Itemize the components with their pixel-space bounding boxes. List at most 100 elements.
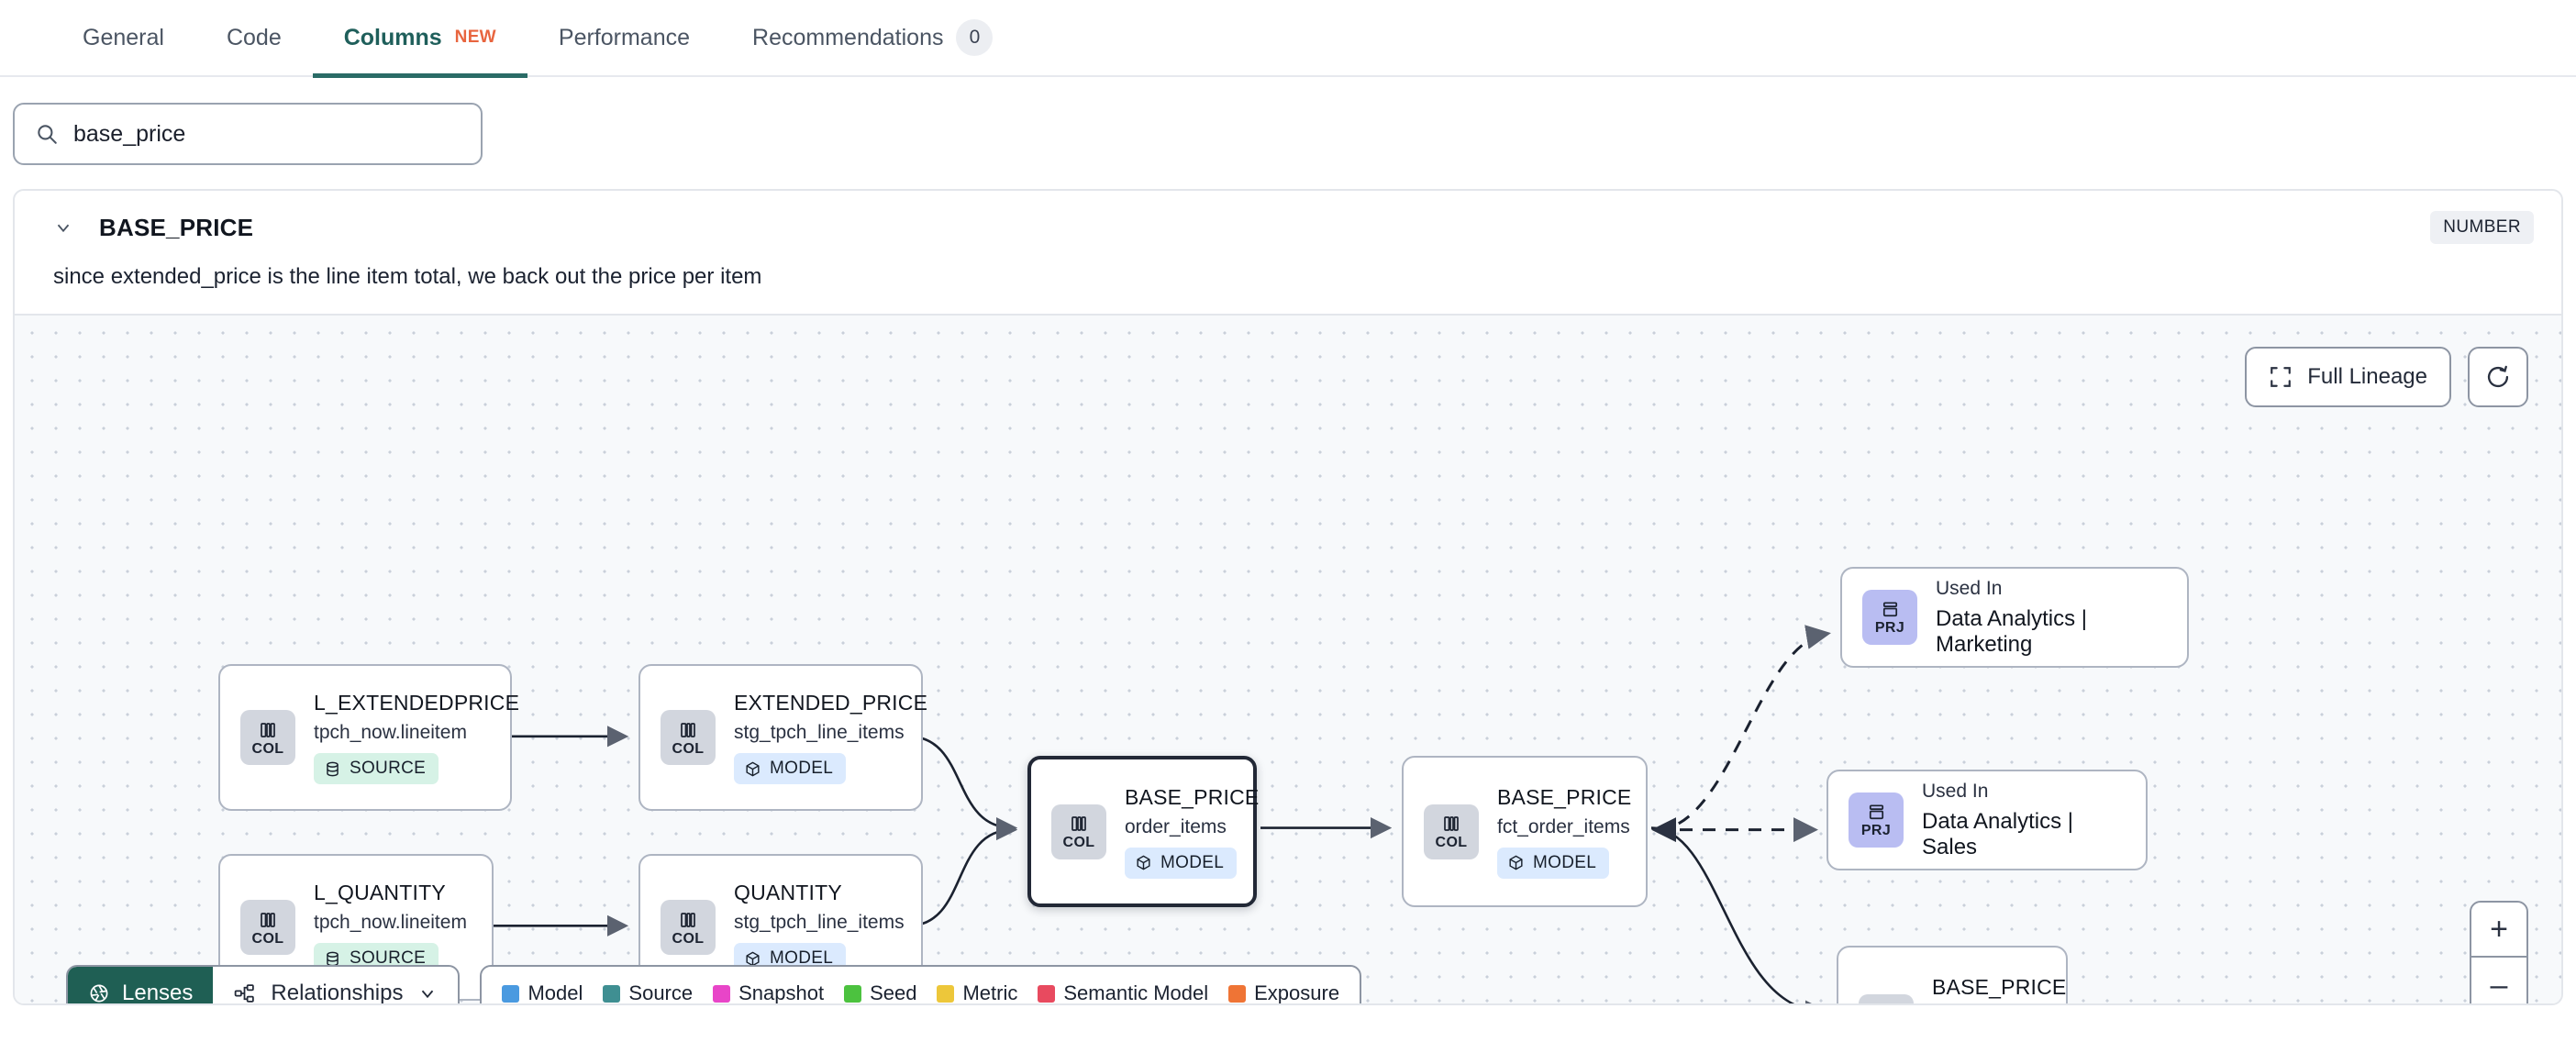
lineage-node-project-marketing[interactable]: PRJ Used In Data Analytics | Marketing bbox=[1840, 567, 2189, 668]
badge-label: COL bbox=[672, 930, 705, 947]
tab-label: Recommendations bbox=[752, 24, 944, 50]
columns-icon bbox=[1440, 813, 1462, 835]
column-header: BASE_PRICE NUMBER bbox=[15, 191, 2561, 244]
node-subtitle: fct_order_items bbox=[1497, 815, 1630, 837]
columns-icon bbox=[677, 719, 699, 741]
columns-icon bbox=[257, 719, 279, 741]
search-row: base_price bbox=[0, 77, 2576, 165]
col-badge: COL bbox=[1051, 804, 1106, 859]
legend-item-metric: Metric bbox=[937, 981, 1018, 1004]
database-icon bbox=[324, 760, 341, 778]
recommendations-count-badge: 0 bbox=[956, 19, 994, 56]
legend-swatch bbox=[937, 984, 955, 1003]
tab-general[interactable]: General bbox=[51, 0, 195, 76]
zoom-out-button[interactable]: – bbox=[2490, 967, 2508, 1003]
lineage-node-base-price-use-variables[interactable]: COL BASE_PRICE use_variables MODEL bbox=[1837, 946, 2068, 1003]
node-name: EXTENDED_PRICE bbox=[734, 691, 928, 715]
legend-swatch bbox=[1228, 984, 1247, 1003]
tab-label: Columns bbox=[343, 24, 442, 50]
lineage-edges bbox=[479, 625, 1831, 1003]
legend-label: Exposure bbox=[1254, 981, 1340, 1004]
refresh-icon bbox=[2485, 364, 2511, 390]
tab-performance[interactable]: Performance bbox=[527, 0, 721, 76]
node-name: BASE_PRICE bbox=[1497, 784, 1632, 809]
legend-swatch bbox=[844, 984, 862, 1003]
lineage-node-base-price-fct-order-items[interactable]: COL BASE_PRICE fct_order_items MODEL bbox=[1402, 756, 1648, 907]
legend-item-source: Source bbox=[603, 981, 694, 1004]
node-name: L_QUANTITY bbox=[314, 881, 446, 904]
legend-label: Semantic Model bbox=[1063, 981, 1209, 1004]
tab-label: Code bbox=[226, 24, 282, 50]
zoom-in-button[interactable]: + bbox=[2471, 903, 2526, 958]
column-panel: BASE_PRICE NUMBER since extended_price i… bbox=[13, 189, 2563, 1005]
full-lineage-label: Full Lineage bbox=[2307, 364, 2427, 389]
chevron-down-icon bbox=[417, 983, 438, 1003]
canvas-bottom-bar: Lenses Relationships bbox=[66, 965, 1362, 1004]
columns-icon bbox=[677, 909, 699, 931]
page-title: BASE_PRICE bbox=[99, 213, 254, 241]
node-type-pill: SOURCE bbox=[314, 753, 439, 784]
node-name: BASE_PRICE bbox=[1125, 784, 1260, 809]
lineage-node-base-price-order-items[interactable]: COL BASE_PRICE order_items MODEL bbox=[1027, 756, 1260, 907]
refresh-button[interactable] bbox=[2468, 347, 2528, 407]
pill-label: MODEL bbox=[770, 759, 834, 778]
pill-label: MODEL bbox=[1533, 852, 1597, 872]
lineage-canvas[interactable]: Full Lineage COL L_E bbox=[15, 314, 2561, 1004]
badge-label: COL bbox=[1435, 835, 1468, 850]
lineage-node-l-extendedprice[interactable]: COL L_EXTENDEDPRICE tpch_now.lineitem SO… bbox=[218, 664, 519, 811]
col-badge: COL bbox=[240, 900, 295, 955]
aperture-icon bbox=[88, 982, 110, 1003]
lenses-button[interactable]: Lenses bbox=[68, 967, 214, 1003]
project-icon bbox=[1880, 599, 1901, 620]
tab-label: Performance bbox=[558, 24, 691, 50]
legend-item-semantic-model: Semantic Model bbox=[1038, 981, 1209, 1004]
pill-label: SOURCE bbox=[350, 948, 427, 968]
legend-label: Model bbox=[527, 981, 583, 1004]
legend-label: Metric bbox=[962, 981, 1018, 1004]
tab-new-badge: NEW bbox=[454, 28, 496, 47]
node-type-pill: MODEL bbox=[1125, 847, 1238, 879]
legend-label: Source bbox=[628, 981, 694, 1004]
lineage-legend: Model Source Snapshot Seed Metric bbox=[480, 965, 1362, 1004]
legend-swatch bbox=[713, 984, 731, 1003]
columns-icon bbox=[1068, 813, 1090, 835]
relationships-dropdown[interactable]: Relationships bbox=[213, 967, 458, 1004]
node-name: QUANTITY bbox=[734, 881, 842, 904]
node-subtitle: stg_tpch_line_items bbox=[734, 722, 905, 743]
legend-item-seed: Seed bbox=[844, 981, 917, 1004]
legend-label: Snapshot bbox=[738, 981, 825, 1004]
cube-icon bbox=[1135, 854, 1152, 871]
col-badge: COL bbox=[661, 900, 716, 955]
node-subtitle: stg_tpch_line_items bbox=[734, 912, 905, 933]
node-name: L_EXTENDEDPRICE bbox=[314, 691, 520, 715]
badge-label: PRJ bbox=[1874, 620, 1905, 636]
search-icon bbox=[35, 122, 59, 146]
lineage-node-project-sales[interactable]: PRJ Used In Data Analytics | Sales bbox=[1827, 770, 2148, 870]
pill-label: MODEL bbox=[1160, 852, 1225, 872]
legend-item-model: Model bbox=[502, 981, 583, 1004]
lenses-group: Lenses Relationships bbox=[66, 965, 461, 1004]
project-icon bbox=[1866, 802, 1887, 823]
search-input[interactable]: base_price bbox=[13, 103, 483, 165]
tab-columns[interactable]: Columns NEW bbox=[312, 0, 528, 78]
tab-bar: General Code Columns NEW Performance Rec… bbox=[0, 0, 2576, 78]
columns-icon bbox=[257, 909, 279, 931]
node-subtitle: tpch_now.lineitem bbox=[314, 912, 467, 933]
used-in-label: Used In bbox=[1936, 577, 2003, 599]
lineage-node-extended-price[interactable]: COL EXTENDED_PRICE stg_tpch_line_items M… bbox=[638, 664, 927, 811]
node-name: BASE_PRICE bbox=[1932, 974, 2067, 999]
pill-label: MODEL bbox=[770, 948, 834, 968]
legend-swatch bbox=[603, 984, 621, 1003]
project-name: Data Analytics | Sales bbox=[1922, 808, 2073, 859]
tab-code[interactable]: Code bbox=[195, 0, 313, 76]
node-type-pill: MODEL bbox=[1497, 847, 1610, 879]
full-lineage-button[interactable]: Full Lineage bbox=[2245, 347, 2451, 407]
node-subtitle: order_items bbox=[1125, 815, 1227, 837]
tab-label: General bbox=[83, 24, 164, 50]
chevron-down-icon[interactable] bbox=[53, 217, 73, 238]
tab-recommendations[interactable]: Recommendations 0 bbox=[721, 0, 1024, 76]
badge-label: COL bbox=[251, 740, 284, 757]
hierarchy-icon bbox=[233, 982, 256, 1004]
column-type-badge: NUMBER bbox=[2430, 211, 2534, 244]
legend-label: Seed bbox=[870, 981, 917, 1004]
